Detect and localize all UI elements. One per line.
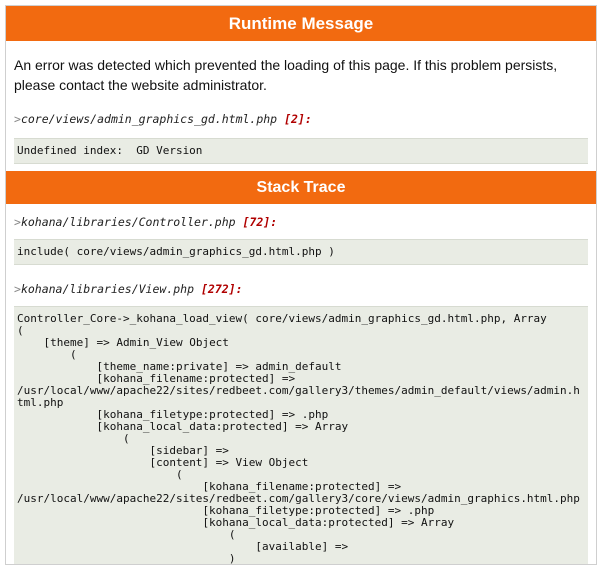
path-marker: > — [14, 282, 21, 296]
path-marker: > — [14, 112, 21, 126]
trace-frame-line: [72]: — [242, 215, 278, 229]
trace-frame-file: kohana/libraries/View.php — [20, 282, 195, 296]
error-file-path: >core/views/admin_graphics_gd.html.php [… — [6, 112, 596, 126]
runtime-message-header: Runtime Message — [6, 6, 596, 41]
trace-frame-path: >kohana/libraries/View.php [272]: — [6, 282, 596, 296]
error-file-name: core/views/admin_graphics_gd.html.php — [20, 112, 278, 126]
stack-trace-header: Stack Trace — [6, 171, 596, 204]
stack-trace: >kohana/libraries/Controller.php [72]: i… — [6, 215, 596, 564]
trace-frame-line: [272]: — [200, 282, 243, 296]
error-code-block: Undefined index: GD Version — [14, 138, 588, 164]
trace-frame-code: Controller_Core->_kohana_load_view( core… — [14, 306, 588, 564]
trace-frame-code: include( core/views/admin_graphics_gd.ht… — [14, 239, 588, 265]
error-message: An error was detected which prevented th… — [14, 57, 558, 93]
trace-frame-file: kohana/libraries/Controller.php — [20, 215, 236, 229]
error-file-line: [2]: — [284, 112, 312, 126]
error-page: Runtime Message An error was detected wh… — [5, 5, 597, 565]
path-marker: > — [14, 215, 21, 229]
trace-frame-path: >kohana/libraries/Controller.php [72]: — [6, 215, 596, 229]
